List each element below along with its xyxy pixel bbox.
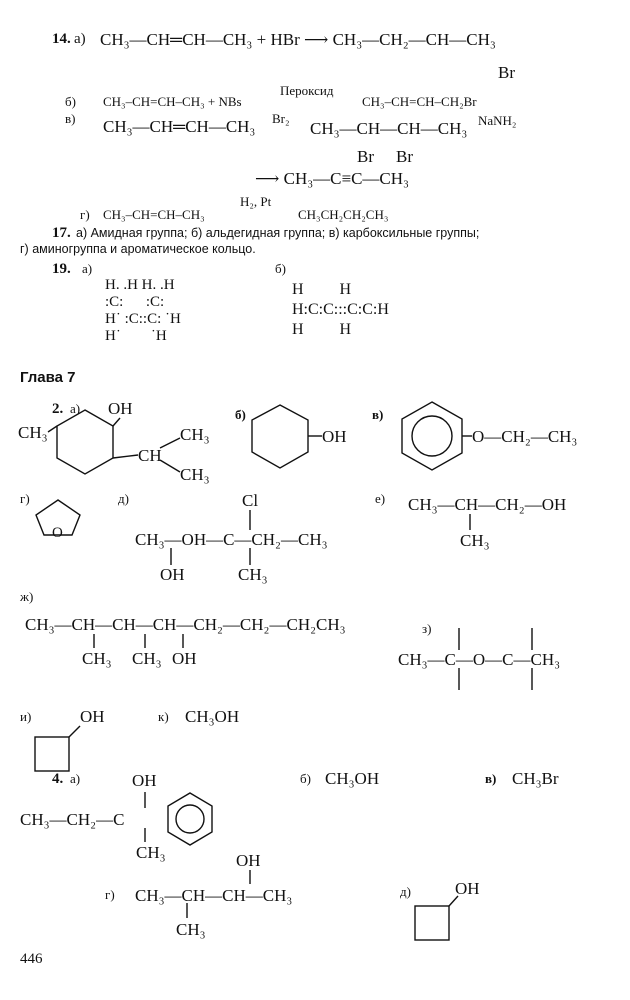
equation-v-left: CH₃—CH═CH—CH₃	[103, 117, 256, 136]
problem-number: 4.	[52, 771, 64, 787]
item-label: а)	[70, 771, 81, 786]
item-label: а)	[70, 401, 81, 416]
group-label: CH₃	[180, 425, 210, 444]
group-label: CH₃	[132, 649, 162, 668]
problem-number: 17.	[52, 225, 71, 241]
formula: CH₃OH	[325, 769, 380, 788]
lewis-row: :C: :C:	[105, 294, 165, 310]
lewis-row: H H	[292, 281, 352, 298]
chapter-heading: Глава 7	[20, 369, 76, 386]
equation-g-left: CH₃–CH=CH–CH₃	[103, 207, 205, 222]
group-label: CH₃—CH—CH₂—OH	[408, 495, 567, 514]
item-label: а)	[82, 261, 93, 276]
thf-ring	[35, 499, 81, 536]
group-label: Cl	[242, 491, 259, 510]
answer-text: г) аминогруппа и ароматическое кольцо.	[20, 242, 256, 256]
equation-g-right: CH₃CH₂CH₂CH₃	[298, 207, 389, 222]
lewis-row: H H	[292, 321, 352, 338]
ring-atom: O	[52, 525, 63, 541]
item-label: г)	[20, 491, 30, 506]
group-label: CH₃—CH₂—C	[20, 810, 125, 829]
item-label: г)	[105, 887, 115, 902]
item-label: в)	[485, 771, 497, 786]
equation-v-final: ⟶ CH₃—C≡C—CH₃	[255, 169, 409, 188]
problem-number: 2.	[52, 401, 64, 417]
substituent: Br	[498, 63, 515, 82]
item-label: д)	[118, 491, 129, 506]
problem-number: 14.	[52, 31, 71, 47]
group-label: CH₃	[176, 920, 206, 939]
lewis-row: H˙ ˙H	[105, 328, 167, 344]
group-label: OH	[80, 707, 105, 726]
problem-number: 19.	[52, 261, 71, 277]
answer-text: а) Амидная группа; б) альдегидная группа…	[76, 226, 480, 240]
group-label: CH₃—CH—CH—CH—CH₂—CH₂—CH₂CH₃	[25, 615, 346, 634]
reaction-condition: Пероксид	[280, 83, 334, 98]
reaction-condition: H₂, Pt	[240, 194, 272, 209]
group-label: CH₃	[180, 465, 210, 484]
lewis-row: H:C:C:::C:C:H	[292, 301, 389, 318]
reaction-condition: Br₂	[272, 111, 290, 126]
item-label: б)	[235, 407, 246, 422]
item-label: ж)	[20, 589, 34, 604]
benzene-ring	[401, 401, 463, 471]
cyclobutane-ring	[34, 736, 70, 772]
page-number: 446	[20, 951, 43, 967]
group-label: O—CH₂—CH₃	[472, 427, 578, 446]
benzene-ring	[167, 792, 213, 846]
group-label: OH	[132, 771, 157, 790]
item-label: к)	[158, 709, 169, 724]
formula: CH₃Br	[512, 769, 559, 788]
group-label: CH₃—OH—C—CH₂—CH₃	[135, 530, 328, 549]
item-label: б)	[275, 261, 286, 276]
lewis-row: H. .H H. .H	[105, 277, 175, 293]
group-label: OH	[236, 851, 261, 870]
item-label: б)	[65, 94, 76, 109]
item-label: и)	[20, 709, 32, 724]
group-label: OH	[172, 649, 197, 668]
equation-b-right: CH₃–CH=CH–CH₂Br	[362, 94, 477, 109]
group-label: CH₃	[136, 843, 166, 862]
group-label: CH	[138, 446, 162, 465]
item-label: а)	[74, 31, 86, 47]
group-label: OH	[455, 879, 480, 898]
group-label: CH₃—CH—CH—CH₃	[135, 886, 293, 905]
item-label: в)	[372, 407, 384, 422]
cyclohexane-ring	[56, 409, 114, 475]
item-label: д)	[400, 884, 411, 899]
group-label: CH₃	[238, 565, 268, 584]
substituent: Br	[396, 147, 413, 166]
group-label: OH	[108, 399, 133, 418]
item-label: з)	[422, 621, 432, 636]
item-label: в)	[65, 111, 76, 126]
substituent: Br	[357, 147, 374, 166]
cyclobutane-ring	[414, 905, 450, 941]
item-label: е)	[375, 491, 386, 506]
group-label: CH₃	[460, 531, 490, 550]
equation-v-mid: CH₃—CH—CH—CH₃	[310, 119, 468, 138]
group-label: OH	[322, 427, 347, 446]
equation-b-left: CH₃–CH=CH–CH₃ + NBs	[103, 94, 242, 109]
cyclohexane-ring	[251, 404, 309, 469]
formula: CH₃OH	[185, 707, 240, 726]
reaction-condition: NaNH₂	[478, 113, 517, 128]
item-label: б)	[300, 771, 311, 786]
group-label: CH₃—C—O—C—CH₃	[398, 650, 561, 669]
group-label: CH₃	[18, 423, 48, 442]
group-label: OH	[160, 565, 185, 584]
lewis-row: H˙ :C::C: ˙H	[105, 311, 181, 327]
group-label: CH₃	[82, 649, 112, 668]
equation-a: CH₃—CH═CH—CH₃ + HBr ⟶ CH₃—CH₂—CH—CH₃	[100, 30, 496, 49]
item-label: г)	[80, 207, 90, 222]
